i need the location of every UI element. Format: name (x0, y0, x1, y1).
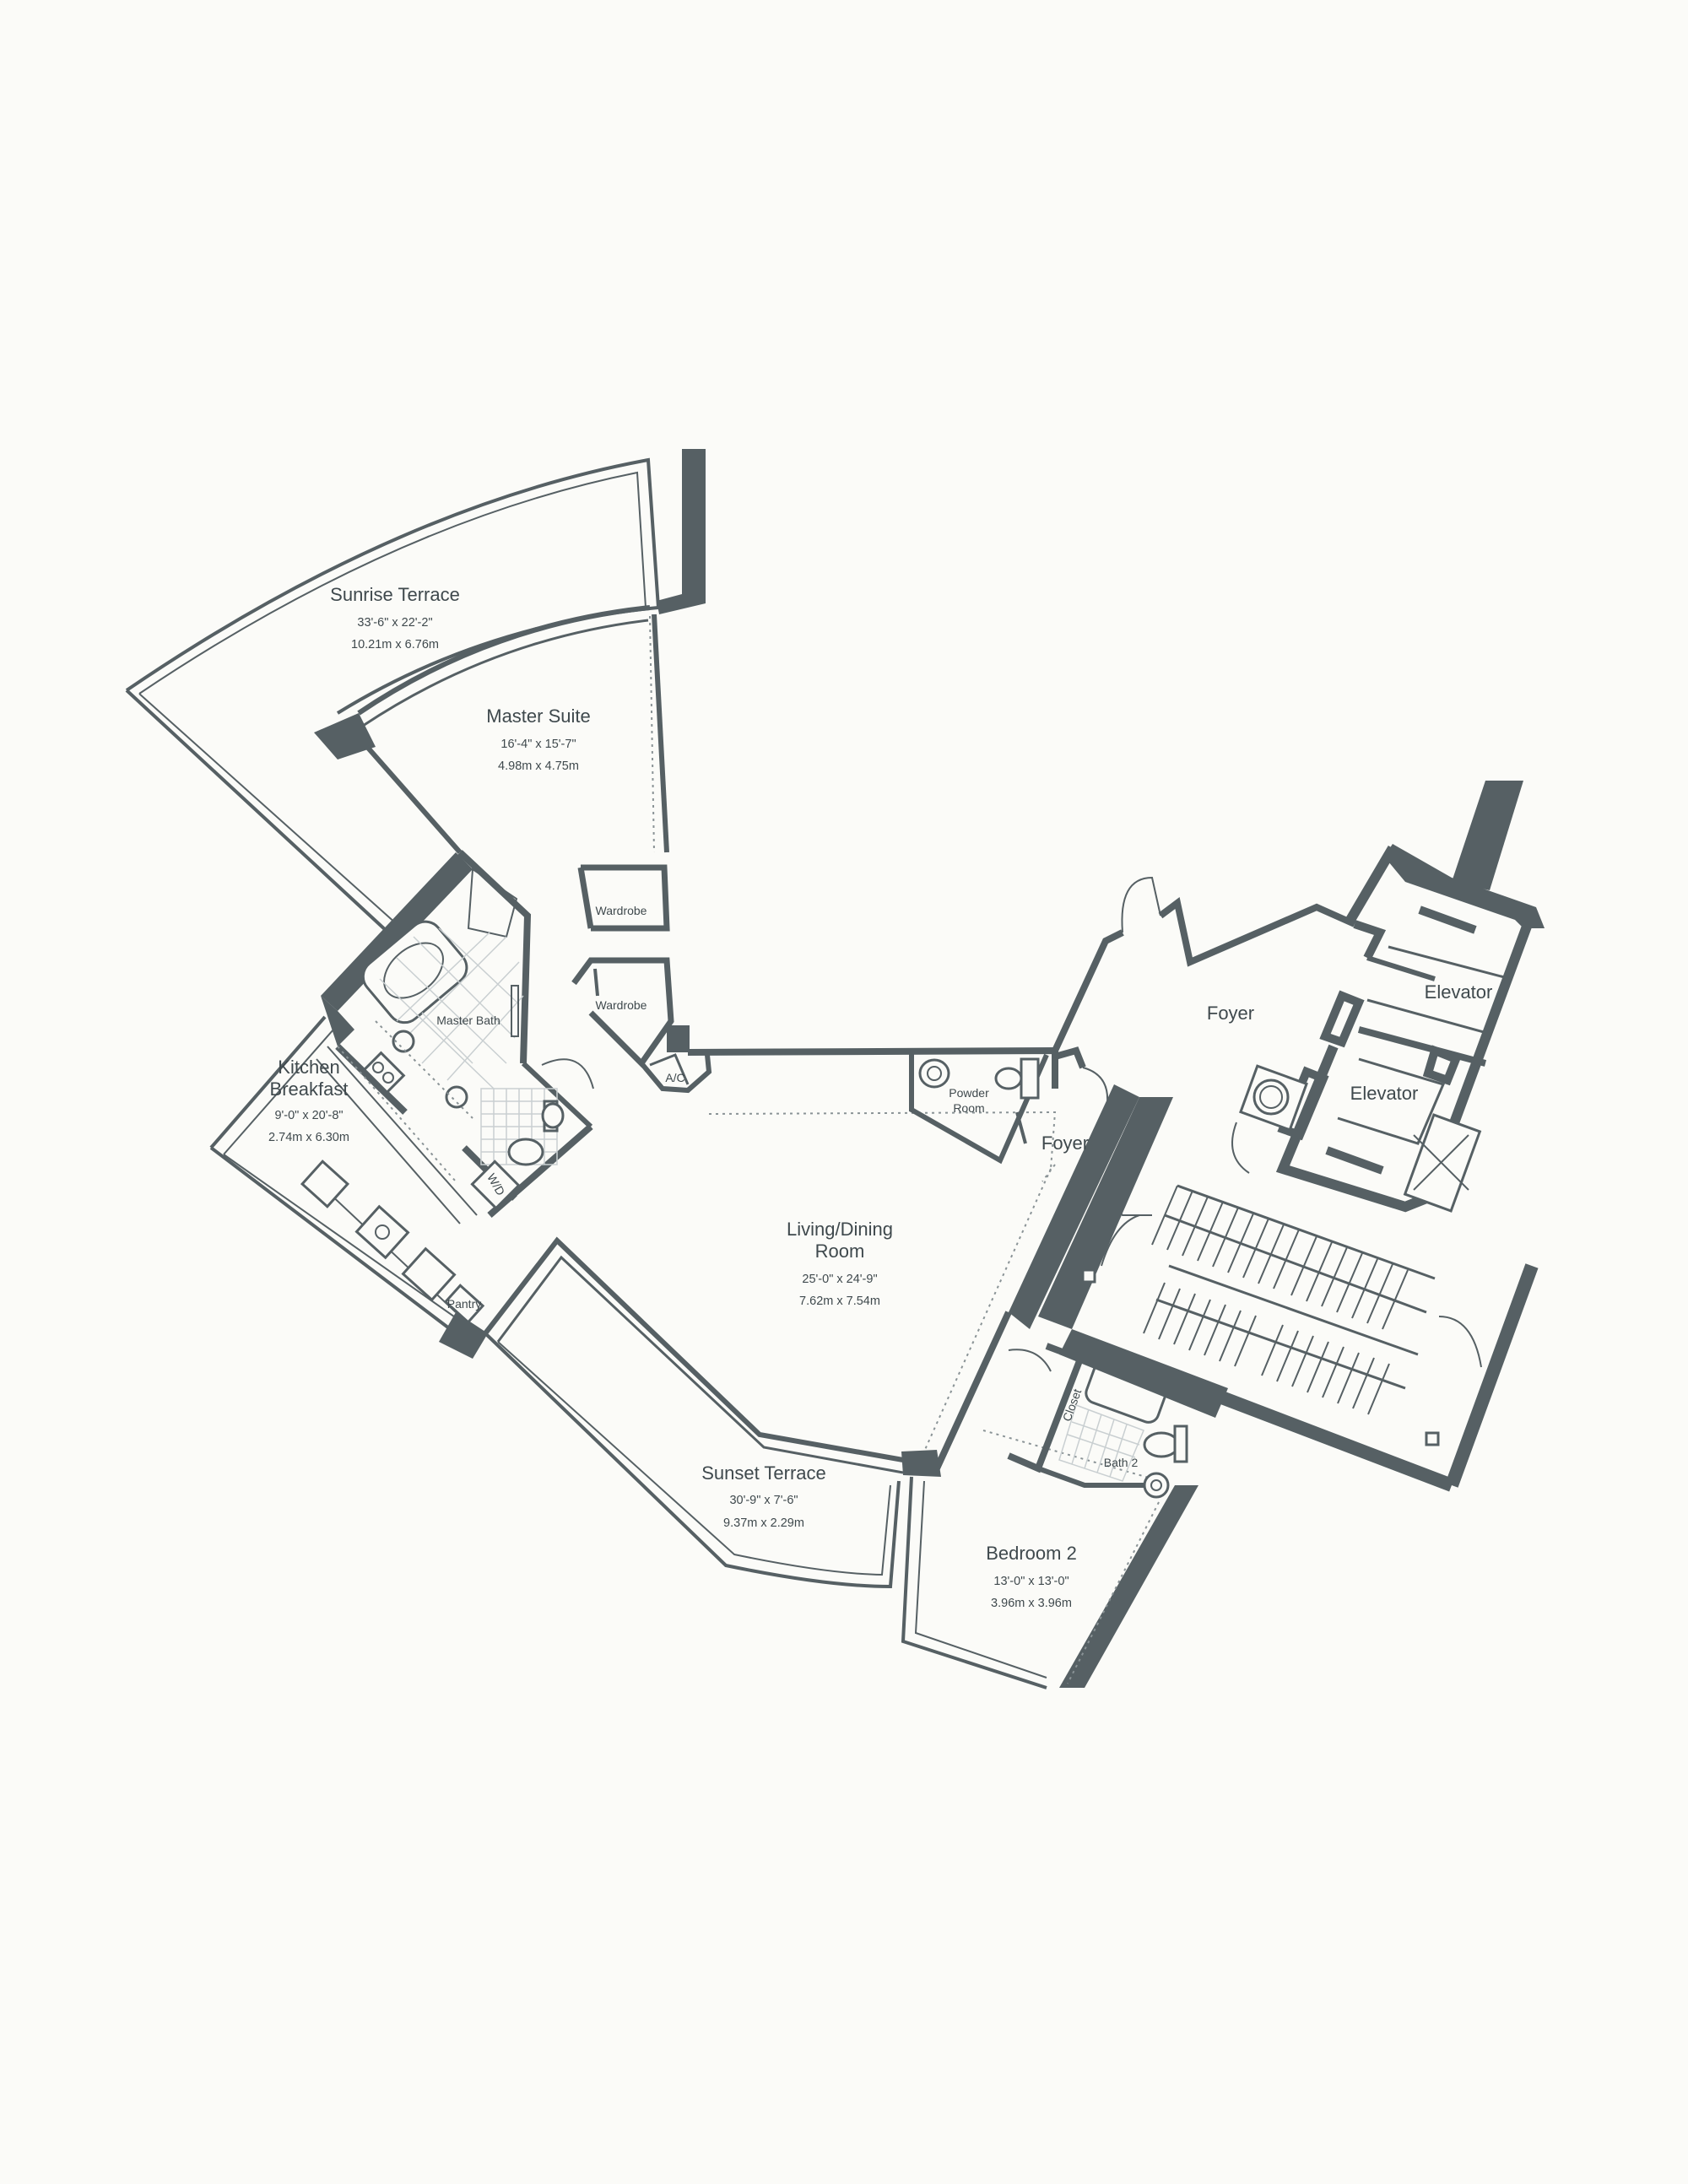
sunset-terrace-outline (484, 1332, 901, 1589)
wardrobe-upper-label: Wardrobe (596, 904, 647, 917)
foyer-main-label: Foyer (1207, 1003, 1254, 1024)
sunrise-terrace-imperial: 33'-6" x 22'-2" (357, 616, 432, 630)
ac-closet: A/C (639, 1025, 712, 1094)
living-dining-name-2: Room (815, 1241, 865, 1262)
sunset-terrace-imperial: 30'-9" x 7'-6" (729, 1494, 798, 1507)
wardrobes: Wardrobe Wardrobe (571, 864, 674, 1068)
sunset-terrace-metric: 9.37m x 2.29m (723, 1516, 804, 1530)
bedroom-2-metric: 3.96m x 3.96m (991, 1597, 1072, 1610)
master-bath-label: Master Bath (436, 1014, 500, 1027)
kitchen-imperial: 9'-0" x 20'-8" (274, 1109, 343, 1122)
ac-label: A/C (665, 1071, 684, 1084)
master-bath: W/D Master Bath (321, 850, 594, 1219)
foyer-walls: Foyer Foyer (1009, 876, 1356, 1329)
foyer-entry-label: Foyer (1041, 1133, 1089, 1154)
sunrise-terrace-outline (125, 457, 661, 934)
sunset-terrace-name: Sunset Terrace (701, 1462, 826, 1484)
living-dining-metric: 7.62m x 7.54m (799, 1295, 880, 1308)
bath-2-label: Bath 2 (1104, 1456, 1139, 1469)
master-suite-walls (314, 449, 706, 854)
powder-room-label-1: Powder (949, 1086, 989, 1100)
bedroom-2-imperial: 13'-0" x 13'-0" (993, 1575, 1069, 1588)
stairwell (1038, 1097, 1539, 1492)
powder-room: Powder Room (909, 1051, 1049, 1165)
master-suite-name: Master Suite (486, 705, 591, 727)
elevator-core: Elevator Elevator (1231, 781, 1545, 1213)
pantry-label: Pantry (447, 1297, 481, 1311)
bedroom-2-walls (901, 1311, 1198, 1689)
kitchen-name-1: Kitchen (278, 1057, 339, 1078)
kitchen-walls: Pantry (209, 1015, 488, 1359)
master-suite-imperial: 16'-4" x 15'-7" (500, 738, 576, 751)
living-dining-imperial: 25'-0" x 24'-9" (802, 1273, 877, 1286)
powder-room-label-2: Room (953, 1101, 984, 1115)
kitchen-metric: 2.74m x 6.30m (268, 1131, 349, 1144)
kitchen-name-2: Breakfast (270, 1078, 349, 1100)
living-dining-name-1: Living/Dining (787, 1219, 893, 1240)
master-suite-metric: 4.98m x 4.75m (498, 760, 579, 773)
sunrise-terrace-metric: 10.21m x 6.76m (351, 638, 439, 651)
elevator-upper-label: Elevator (1425, 981, 1493, 1003)
elevator-lower-label: Elevator (1350, 1083, 1419, 1104)
room-labels: Sunrise Terrace 33'-6" x 22'-2" 10.21m x… (268, 584, 1077, 1610)
wardrobe-lower-label: Wardrobe (596, 998, 647, 1012)
sunrise-terrace-name: Sunrise Terrace (330, 584, 460, 605)
bedroom-2-name: Bedroom 2 (986, 1543, 1077, 1564)
